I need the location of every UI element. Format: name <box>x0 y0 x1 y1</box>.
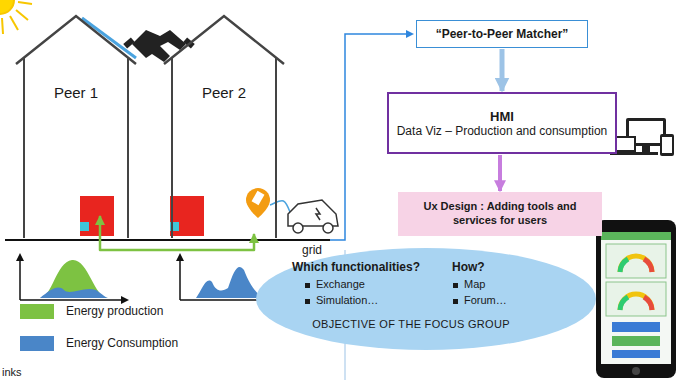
node-text: Data Viz – Production and consumption <box>397 124 608 138</box>
bullet-square <box>453 299 458 304</box>
node-text: OBJECTIVE OF THE FOCUS GROUP <box>256 318 566 330</box>
process-box: Ux Design : Adding tools and services fo… <box>398 192 602 236</box>
charging-cable <box>270 201 290 212</box>
production-chart <box>16 253 129 304</box>
devices-icon <box>610 118 674 156</box>
flow-arrow <box>100 216 254 250</box>
focus-ellipse: Which functionalities? ExchangeSimulation… <box>256 248 596 350</box>
legend-text: Energy production <box>66 304 163 318</box>
legend-text: Energy Consumption <box>66 336 178 350</box>
battery-box <box>80 196 114 236</box>
roof <box>16 16 136 64</box>
bullet-square <box>453 283 458 288</box>
node-text: Forum… <box>464 294 507 306</box>
phone-mockup <box>596 220 676 378</box>
process-box: “Peer-to-Peer Matcher” <box>416 20 588 48</box>
legend-swatch <box>20 304 54 319</box>
house-outline <box>12 14 140 238</box>
process-box: HMIData Viz – Production and consumption <box>387 92 618 154</box>
node-text: HMI <box>490 109 514 124</box>
roof <box>164 16 284 64</box>
meter-square <box>80 222 89 231</box>
solar-panel <box>82 18 136 58</box>
node-text: Map <box>464 278 485 290</box>
flow-arrow <box>498 155 502 191</box>
node-text: Peer 2 <box>160 84 288 101</box>
node-text: “Peer-to-Peer Matcher” <box>436 27 569 41</box>
flow-arrow <box>500 49 505 91</box>
bullet-square <box>305 283 310 288</box>
node-text: Ux Design : Adding tools and services fo… <box>406 200 594 228</box>
grid-line <box>5 239 330 241</box>
node-text: Exchange <box>316 278 365 290</box>
battery-box <box>170 196 204 236</box>
node-text: Simulation… <box>316 294 378 306</box>
charger-pin <box>246 188 270 218</box>
house-node: Peer 2 <box>160 14 288 238</box>
bullet-square <box>305 299 310 304</box>
legend-swatch <box>20 336 54 351</box>
text-label: grid <box>302 243 322 257</box>
ellipse-fill <box>256 248 596 350</box>
car-icon <box>288 200 338 233</box>
text-label: inks <box>2 366 22 378</box>
house-outline <box>160 14 288 238</box>
node-text: Peer 1 <box>12 84 140 101</box>
node-text: How? <box>452 260 485 274</box>
sun <box>0 0 32 34</box>
house-node: Peer 1 <box>12 14 140 238</box>
node-text: Which functionalities? <box>292 260 420 274</box>
